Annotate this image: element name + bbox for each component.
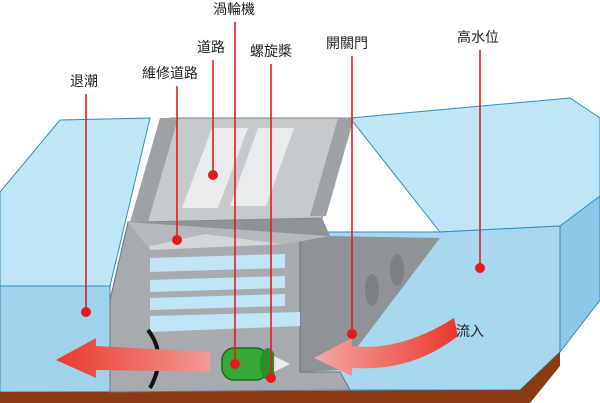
outflow-arrow xyxy=(56,338,210,378)
gate-porthole-1 xyxy=(365,274,379,306)
road-lane-right xyxy=(230,128,294,206)
inflow-arrow xyxy=(314,318,458,376)
chamber-slot-2 xyxy=(150,276,285,292)
ebb-dot xyxy=(81,307,91,317)
inflow-label: 流入 xyxy=(456,324,484,340)
turbine-label: 渦輪機 xyxy=(213,2,255,18)
chamber-slot-1 xyxy=(150,254,285,272)
gate-dot xyxy=(347,329,357,339)
chamber-slot-4 xyxy=(150,312,300,332)
turbine xyxy=(221,347,290,381)
road-deck-left-rail xyxy=(130,118,178,222)
ebb-label: 退潮 xyxy=(70,74,98,90)
maintenance-road-dot xyxy=(172,235,182,245)
turbine-dot xyxy=(230,359,240,369)
propeller-label: 螺旋槳 xyxy=(250,44,292,60)
low-water-top xyxy=(0,117,151,287)
road-deck-right-rail xyxy=(310,118,354,216)
leader-lines xyxy=(85,22,481,378)
ground-strip xyxy=(0,352,560,403)
high-water-label: 高水位 xyxy=(457,30,499,46)
label-dots xyxy=(81,170,485,383)
road-dot xyxy=(208,170,218,180)
high-water-top xyxy=(349,97,600,233)
chamber-arch xyxy=(150,234,280,250)
deck-shadow xyxy=(128,218,330,236)
road-label: 道路 xyxy=(197,40,225,56)
gate-porthole-2 xyxy=(390,254,404,286)
maintenance-road-label: 維修道路 xyxy=(142,66,198,82)
gate-label: 開關門 xyxy=(326,36,368,52)
chamber-slot-3 xyxy=(150,294,285,310)
road-lane-left xyxy=(182,128,248,208)
propeller-dot xyxy=(266,373,276,383)
high-water-dot xyxy=(475,263,485,273)
